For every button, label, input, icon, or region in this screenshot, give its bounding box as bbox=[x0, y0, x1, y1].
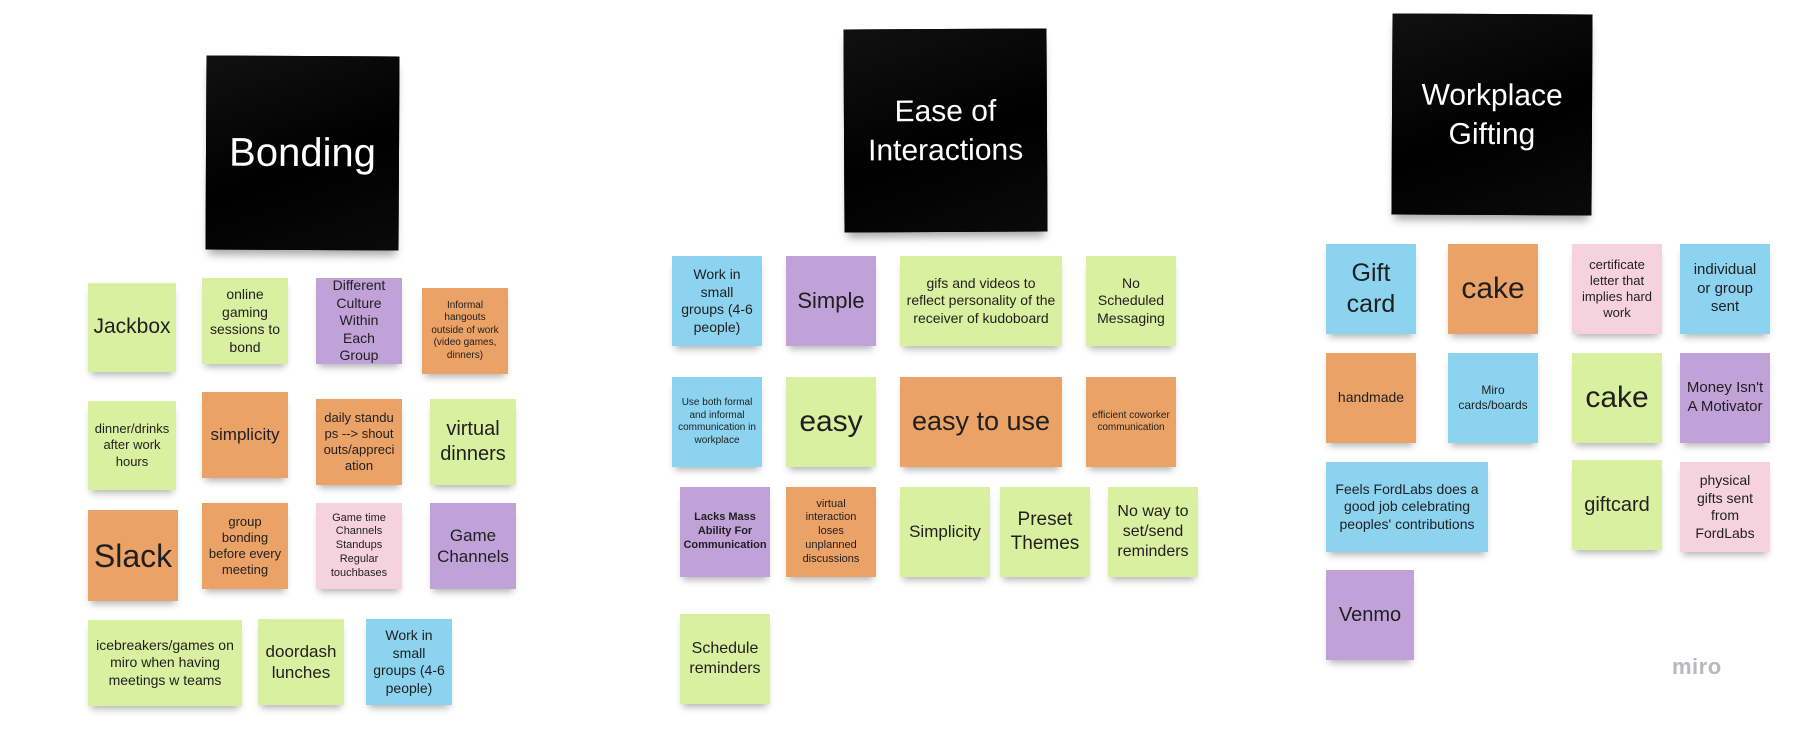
note-text: Feels FordLabs does a good job celebrati… bbox=[1335, 480, 1479, 532]
sticky-note[interactable]: easy to use bbox=[900, 377, 1062, 467]
note-text: group bonding before every meeting bbox=[208, 513, 282, 578]
sticky-note[interactable]: online gaming sessions to bond bbox=[202, 278, 288, 364]
sticky-note[interactable]: Work in small groups (4-6 people) bbox=[672, 256, 762, 346]
note-text: virtual interaction loses unplanned disc… bbox=[802, 497, 860, 565]
sticky-note[interactable]: No Scheduled Messaging bbox=[1086, 256, 1176, 346]
note-text: certificate letter that implies hard wor… bbox=[1581, 256, 1653, 321]
sticky-note[interactable]: daily standups --> shoutouts/appreciatio… bbox=[316, 399, 402, 485]
note-text: Informal hangouts outside of work (video… bbox=[431, 299, 499, 361]
sticky-note[interactable]: giftcard bbox=[1572, 460, 1662, 550]
note-text: Game Channels bbox=[437, 525, 509, 566]
sticky-note[interactable]: icebreakers/games on miro when having me… bbox=[88, 620, 242, 706]
note-text: Work in small groups (4-6 people) bbox=[681, 266, 753, 335]
sticky-note[interactable]: physical gifts sent from FordLabs bbox=[1680, 462, 1770, 552]
sticky-note[interactable]: Different Culture Within Each Group bbox=[316, 277, 402, 364]
note-text: No Scheduled Messaging bbox=[1097, 274, 1165, 326]
note-text: Slack bbox=[93, 537, 173, 574]
sticky-note[interactable]: Gift card bbox=[1326, 244, 1416, 334]
note-text: Different Culture Within Each Group bbox=[332, 277, 386, 364]
note-text: easy bbox=[799, 405, 863, 439]
sticky-note[interactable]: Miro cards/boards bbox=[1448, 353, 1538, 443]
sticky-note[interactable]: handmade bbox=[1326, 353, 1416, 443]
note-text: dinner/drinks after work hours bbox=[94, 421, 170, 469]
sticky-note[interactable]: Money Isn't A Motivator bbox=[1680, 353, 1770, 443]
note-text: No way to set/send reminders bbox=[1117, 503, 1189, 560]
sticky-note[interactable]: simplicity bbox=[202, 392, 288, 478]
sticky-note[interactable]: Use both formal and informal communicati… bbox=[672, 377, 762, 467]
sticky-note[interactable]: Schedule reminders bbox=[680, 614, 770, 704]
sticky-note[interactable]: certificate letter that implies hard wor… bbox=[1572, 244, 1662, 334]
note-text: gifs and videos to reflect personality o… bbox=[906, 274, 1056, 326]
sticky-note[interactable]: Jackbox bbox=[88, 283, 176, 372]
sticky-note[interactable]: group bonding before every meeting bbox=[202, 503, 288, 589]
note-text: handmade bbox=[1337, 389, 1405, 406]
header-note-ease-of-interactions[interactable]: Ease of Interactions bbox=[843, 28, 1048, 233]
note-text: Money Isn't A Motivator bbox=[1686, 379, 1764, 415]
note-text: Gift card bbox=[1346, 258, 1396, 318]
note-text: Lacks Mass Ability For Communication bbox=[683, 511, 767, 551]
sticky-note[interactable]: doordash lunches bbox=[258, 619, 344, 705]
sticky-note[interactable]: gifs and videos to reflect personality o… bbox=[900, 256, 1062, 346]
note-text: Preset Themes bbox=[1010, 509, 1080, 554]
sticky-note[interactable]: dinner/drinks after work hours bbox=[88, 401, 176, 490]
sticky-note[interactable]: Game time Channels Standups Regular touc… bbox=[316, 503, 402, 589]
sticky-note[interactable]: virtual interaction loses unplanned disc… bbox=[786, 487, 876, 577]
note-text: Jackbox bbox=[93, 315, 171, 339]
note-text: Game time Channels Standups Regular touc… bbox=[330, 511, 388, 579]
note-text: cake bbox=[1585, 381, 1649, 415]
sticky-note[interactable]: Simplicity bbox=[900, 487, 990, 577]
header-note-workplace-gifting[interactable]: Workplace Gifting bbox=[1391, 13, 1593, 216]
note-text: Miro cards/boards bbox=[1458, 383, 1528, 412]
sticky-note[interactable]: easy bbox=[786, 377, 876, 467]
note-text: efficient coworker communication bbox=[1092, 409, 1170, 434]
sticky-note[interactable]: cake bbox=[1448, 244, 1538, 334]
note-text: Simplicity bbox=[909, 522, 981, 542]
note-text: cake bbox=[1461, 272, 1525, 306]
sticky-note[interactable]: cake bbox=[1572, 353, 1662, 443]
note-text: simplicity bbox=[210, 425, 280, 445]
note-text: online gaming sessions to bond bbox=[209, 286, 281, 355]
sticky-note[interactable]: Game Channels bbox=[430, 503, 516, 589]
note-text: virtual dinners bbox=[440, 418, 506, 465]
note-text: Work in small groups (4-6 people) bbox=[373, 627, 445, 696]
sticky-note[interactable]: Venmo bbox=[1326, 570, 1414, 660]
note-text: individual or group sent bbox=[1693, 260, 1757, 316]
note-text: Schedule reminders bbox=[689, 640, 761, 677]
sticky-note[interactable]: individual or group sent bbox=[1680, 244, 1770, 334]
note-text: Simple bbox=[797, 288, 865, 314]
sticky-note[interactable]: Lacks Mass Ability For Communication bbox=[680, 487, 770, 577]
note-text: Venmo bbox=[1338, 603, 1402, 626]
note-text: giftcard bbox=[1584, 493, 1650, 516]
sticky-note[interactable]: Informal hangouts outside of work (video… bbox=[422, 288, 508, 374]
sticky-note[interactable]: No way to set/send reminders bbox=[1108, 487, 1198, 577]
note-text: easy to use bbox=[911, 406, 1051, 437]
header-title: Bonding bbox=[228, 130, 377, 176]
sticky-note[interactable]: Preset Themes bbox=[1000, 487, 1090, 577]
note-text: doordash lunches bbox=[265, 641, 337, 682]
note-text: physical gifts sent from FordLabs bbox=[1695, 472, 1755, 541]
sticky-note[interactable]: Simple bbox=[786, 256, 876, 346]
header-note-bonding[interactable]: Bonding bbox=[205, 55, 400, 251]
miro-logo: miro bbox=[1672, 654, 1722, 679]
note-text: daily standups --> shoutouts/appreciatio… bbox=[323, 409, 395, 474]
note-text: Use both formal and informal communicati… bbox=[678, 397, 756, 446]
sticky-note[interactable]: virtual dinners bbox=[430, 399, 516, 485]
sticky-note[interactable]: Work in small groups (4-6 people) bbox=[366, 619, 452, 705]
sticky-note[interactable]: Feels FordLabs does a good job celebrati… bbox=[1326, 462, 1488, 552]
header-title: Ease of Interactions bbox=[867, 94, 1024, 167]
sticky-note[interactable]: efficient coworker communication bbox=[1086, 377, 1176, 467]
sticky-note[interactable]: Slack bbox=[88, 510, 178, 601]
note-text: icebreakers/games on miro when having me… bbox=[96, 636, 234, 688]
header-title: Workplace Gifting bbox=[1421, 78, 1563, 151]
